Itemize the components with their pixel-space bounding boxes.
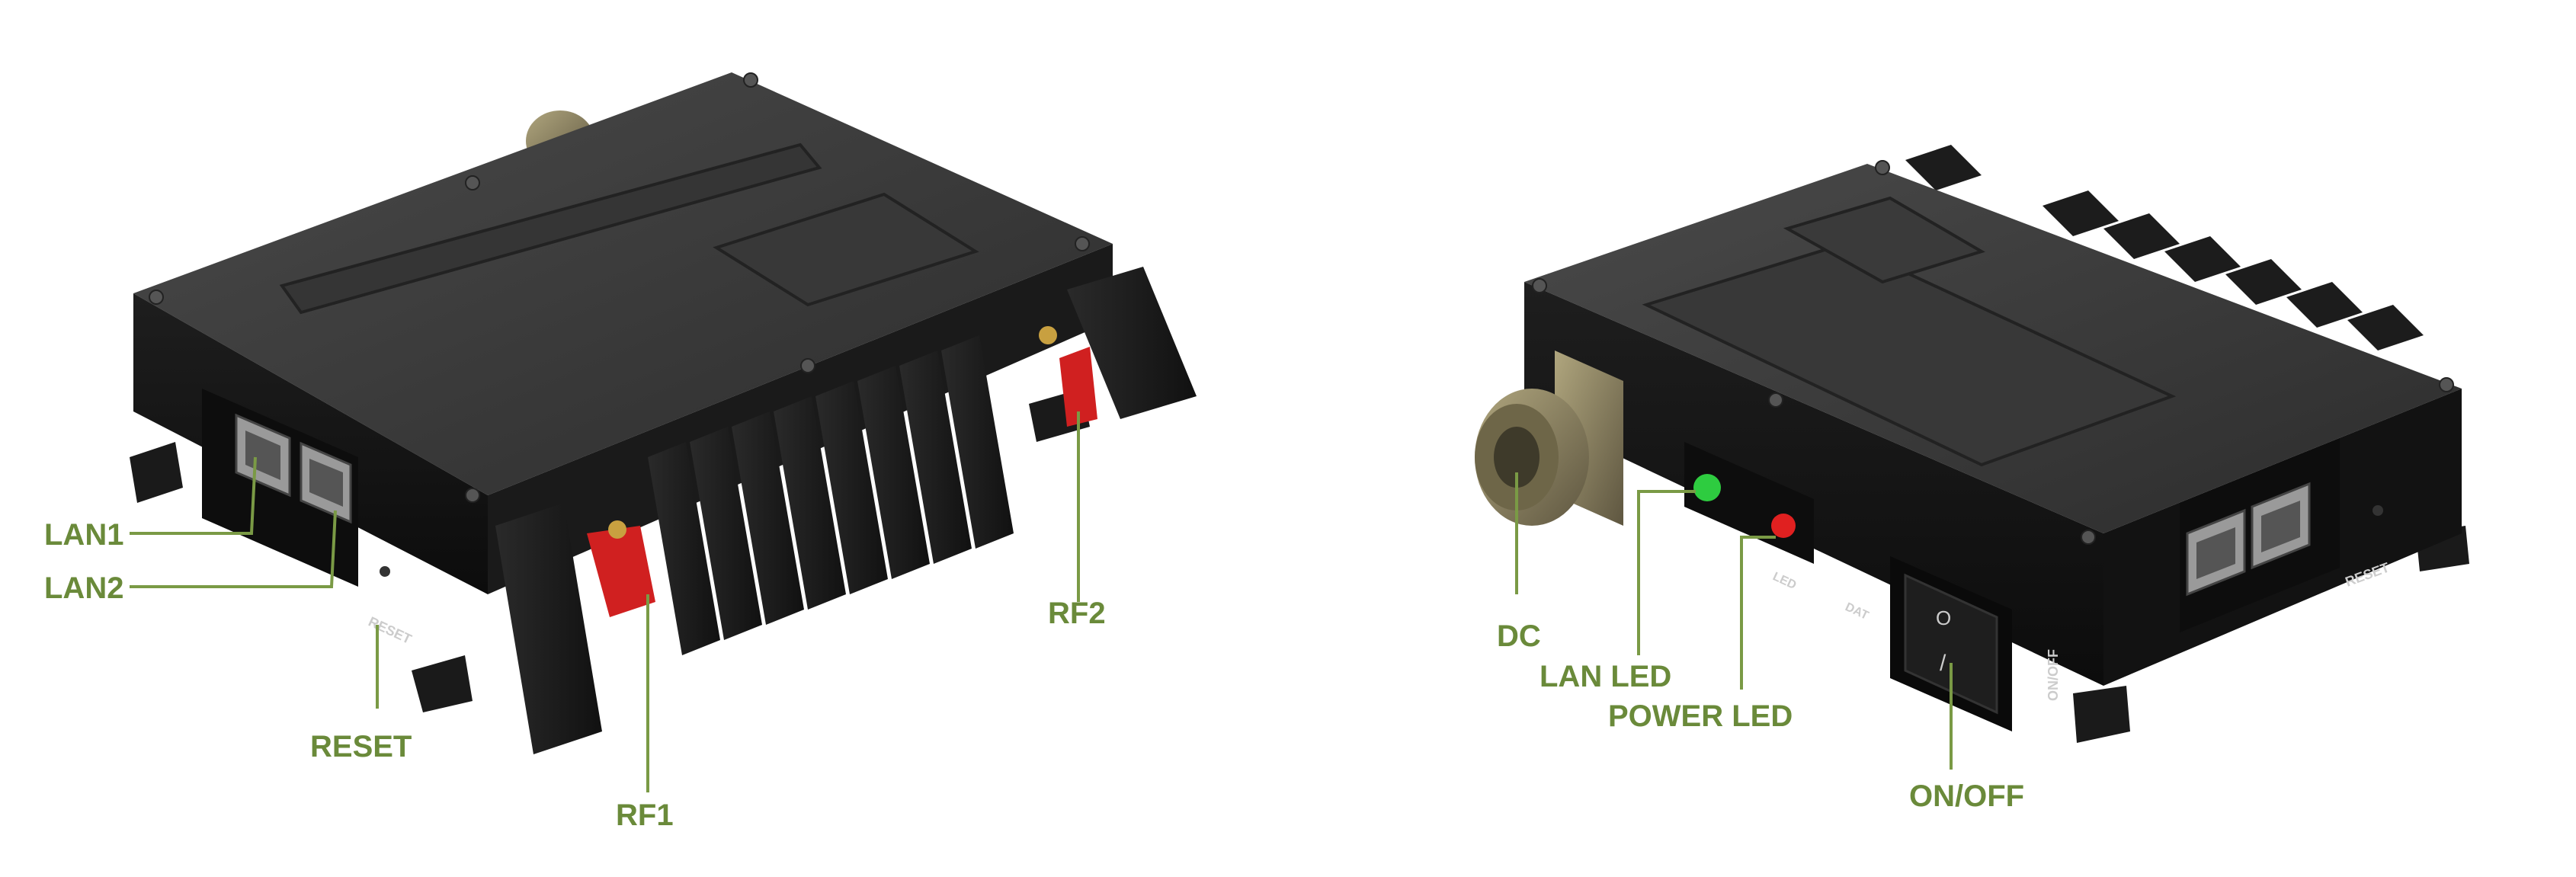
screws: [1532, 160, 2454, 545]
callout-reset: RESET: [310, 730, 412, 763]
mount-tab: [412, 655, 473, 712]
rj45-port-icon: [300, 441, 352, 524]
top-plate: [713, 192, 979, 307]
led-indicator-icon: [1771, 514, 1796, 538]
rj45-port-icon: [2186, 508, 2246, 597]
rf1-connector: [587, 520, 655, 617]
rj45-port-icon: [235, 413, 291, 498]
callout-lan2: LAN2: [44, 571, 124, 605]
panel-led-text: LED: [1770, 570, 1798, 592]
led-indicator-icon: [1693, 474, 1721, 501]
panel-reset-text: RESET: [366, 613, 414, 646]
mount-tab: [130, 442, 183, 503]
top-plate: [1642, 242, 2177, 467]
rocker-switch-icon: O /: [1890, 556, 2012, 731]
device-left-view: RESET: [130, 72, 1197, 792]
mount-tab: [2073, 686, 2130, 743]
callout-rf2: RF2: [1048, 597, 1106, 630]
top-plate: [279, 142, 822, 315]
top-plate: [1783, 196, 1985, 284]
panel-data-text: DAT: [1843, 600, 1870, 623]
switch-mark-on: /: [1940, 651, 1946, 676]
rj45-port-icon: [2251, 482, 2311, 570]
callout-on-off: ON/OFF: [1909, 779, 2025, 813]
callout-rf1: RF1: [616, 799, 674, 832]
top-face: [133, 72, 1113, 495]
callout-lan-led: LAN LED: [1540, 660, 1672, 693]
heatsink-fins: [495, 267, 1197, 754]
leader-lines-left: [130, 411, 1080, 792]
switch-mark-off: O: [1936, 607, 1951, 629]
callout-power-led: POWER LED: [1608, 699, 1793, 733]
circular-connector-icon: [1475, 350, 1623, 526]
callout-lan1: LAN1: [44, 518, 124, 552]
rf2-connector: [1039, 326, 1097, 427]
heatsink-fins-rear: [1905, 145, 2424, 350]
leader-lines-right: [1515, 472, 1953, 770]
panel-onoff-text: ON/OFF: [2046, 649, 2061, 701]
front-face: [1524, 282, 2103, 686]
reset-hole: [380, 566, 390, 577]
reset-hole: [2373, 505, 2383, 516]
device-right-view: LED DAT O / ON/OFF RESET: [1475, 145, 2469, 770]
screws: [149, 72, 1090, 503]
callout-dc: DC: [1497, 619, 1541, 653]
